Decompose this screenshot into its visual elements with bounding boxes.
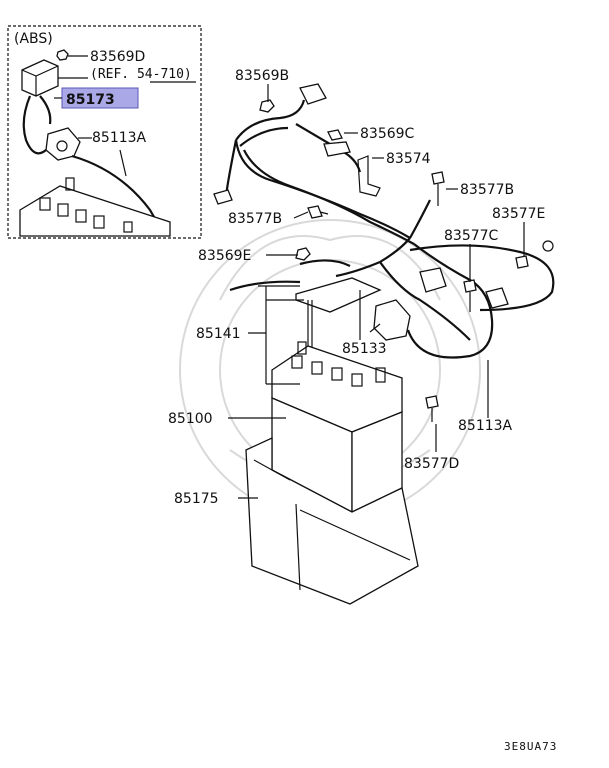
bolts bbox=[307, 171, 529, 422]
connector-top bbox=[299, 83, 327, 105]
label-83577d: 83577D bbox=[404, 456, 459, 472]
hold-down-bracket-85141 bbox=[295, 277, 382, 313]
part-labels: 83569B 83569C 83574 83577B 83577B 83577E… bbox=[168, 68, 557, 753]
bolt-83577b-left bbox=[307, 205, 323, 219]
wiring-harness bbox=[213, 83, 555, 359]
connector-left bbox=[213, 189, 233, 205]
label-83569e: 83569E bbox=[198, 248, 251, 264]
label-83577b-right: 83577B bbox=[460, 182, 514, 198]
label-83569c: 83569C bbox=[360, 126, 415, 142]
nut-83569e bbox=[295, 247, 311, 261]
diagram-code: 3E8UA73 bbox=[504, 740, 557, 753]
label-83574: 83574 bbox=[386, 151, 431, 167]
connector-right bbox=[419, 267, 447, 293]
label-83577b-left: 83577B bbox=[228, 211, 282, 227]
terminal-cover-85133 bbox=[373, 299, 411, 341]
bolt-83577e bbox=[515, 255, 529, 269]
abs-terminal-clamp bbox=[45, 127, 81, 161]
label-85141: 85141 bbox=[196, 326, 241, 342]
label-85113a: 85113A bbox=[458, 418, 513, 434]
bolt-83577c bbox=[463, 279, 477, 293]
label-inset-85113a: 85113A bbox=[92, 130, 147, 146]
abs-inset: (ABS) 83569D (REF. 54-710) 85173 85113A bbox=[7, 25, 202, 239]
clip-83569c bbox=[327, 129, 343, 141]
label-85173: 85173 bbox=[66, 92, 115, 108]
label-85133: 85133 bbox=[342, 341, 387, 357]
abs-fuse-cover bbox=[21, 59, 59, 97]
label-83569d: 83569D bbox=[90, 49, 145, 65]
leader-lines bbox=[228, 84, 525, 499]
bolt-83577b-right bbox=[431, 171, 445, 185]
battery-85100 bbox=[271, 341, 403, 514]
label-83577e: 83577E bbox=[492, 206, 545, 222]
label-83577c: 83577C bbox=[444, 228, 499, 244]
label-85175: 85175 bbox=[174, 491, 219, 507]
ref-note: (REF. 54-710) bbox=[90, 67, 192, 82]
label-83569b: 83569B bbox=[235, 68, 289, 84]
bracket-83574 bbox=[357, 155, 381, 197]
nut-83569b bbox=[259, 99, 275, 113]
label-85100: 85100 bbox=[168, 411, 213, 427]
bolt-83577d bbox=[425, 395, 439, 409]
nut-83569d bbox=[56, 49, 69, 61]
battery-tray-85175 bbox=[245, 436, 419, 605]
inset-title: (ABS) bbox=[14, 31, 53, 47]
